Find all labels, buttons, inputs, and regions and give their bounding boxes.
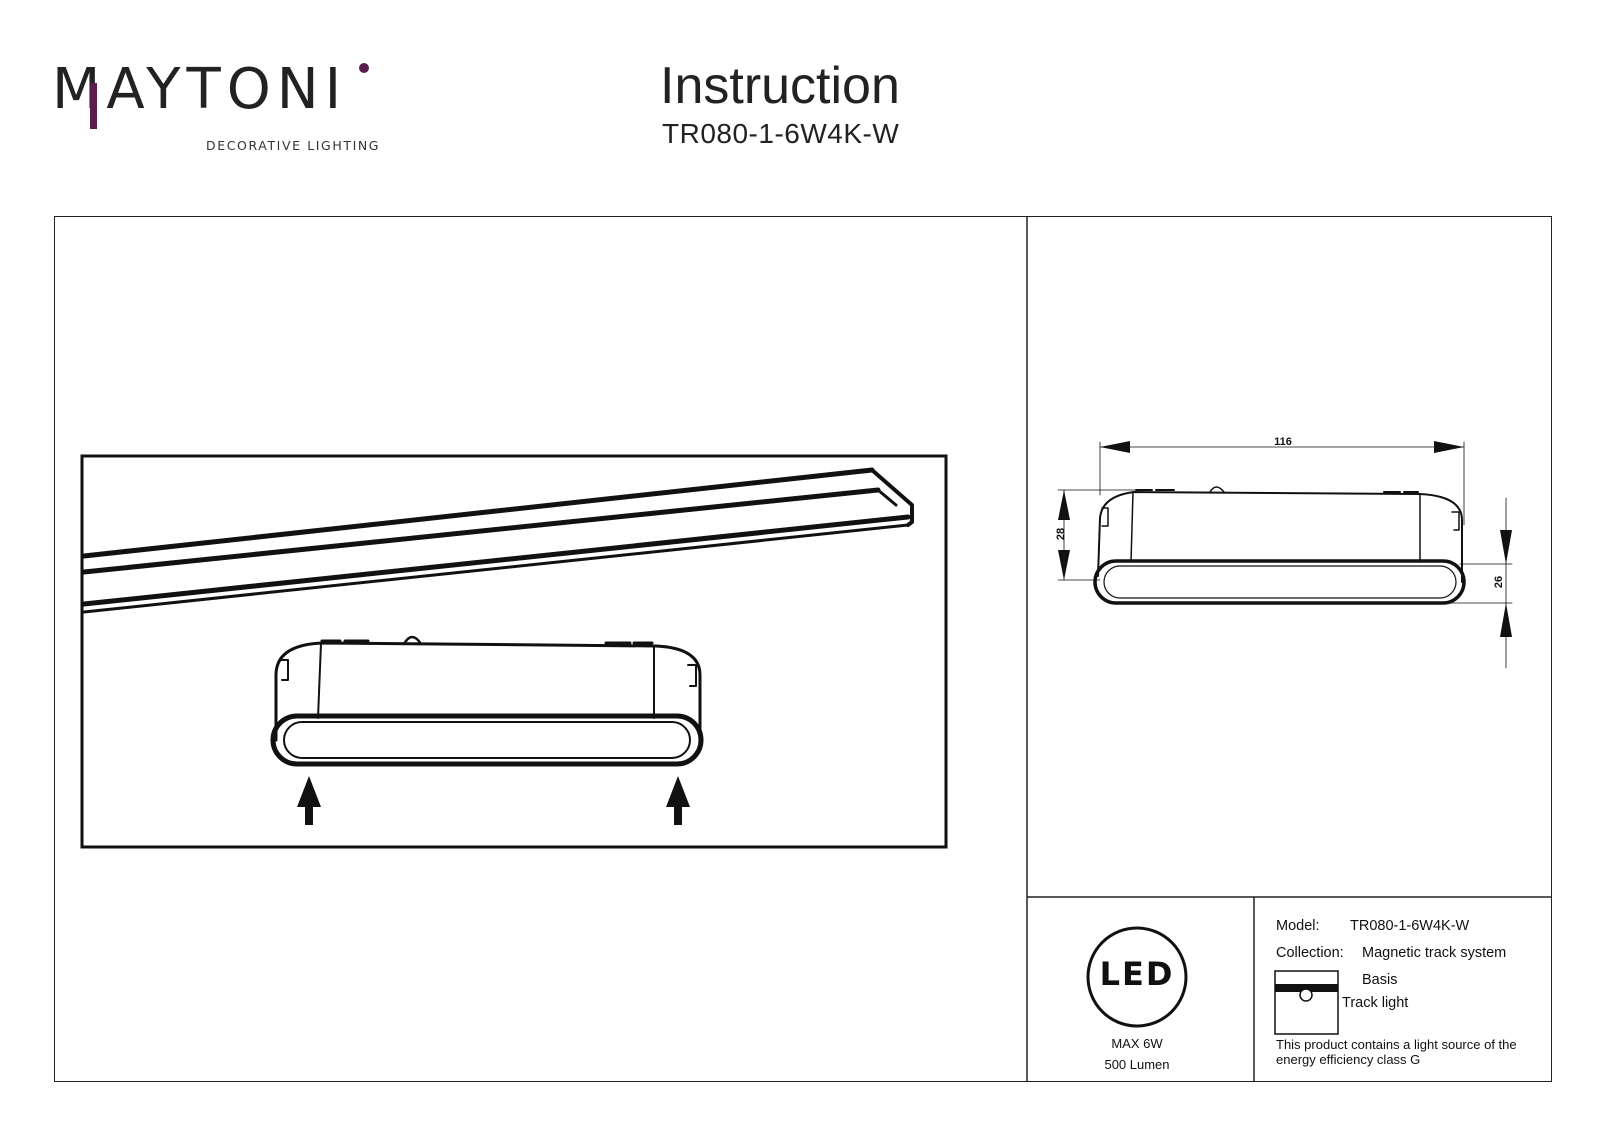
logo-accent-bar xyxy=(90,83,97,129)
brand-logo: MAYTONI xyxy=(52,57,348,122)
track-light-icon xyxy=(1274,970,1339,1035)
track-rail xyxy=(81,467,914,614)
logo-dot-icon xyxy=(359,63,369,73)
depth-dimension-label: 26 xyxy=(1493,575,1505,589)
height-dimension-label: 28 xyxy=(1055,527,1067,541)
instruction-frame xyxy=(54,216,1552,1082)
led-badge-icon xyxy=(1086,926,1188,1028)
collection-label: Collection: xyxy=(1276,945,1344,961)
power-rating: MAX 6W xyxy=(1111,1036,1163,1051)
energy-note-line1: This product contains a light source of … xyxy=(1276,1037,1517,1052)
collection-value: Magnetic track system xyxy=(1362,945,1507,961)
model-label: Model: xyxy=(1276,918,1320,934)
model-value: TR080-1-6W4K-W xyxy=(1350,918,1470,934)
series-name: Basis xyxy=(1362,972,1398,988)
page-title: Instruction xyxy=(660,57,900,115)
brand-tagline: DECORATIVE LIGHTING xyxy=(206,138,381,153)
led-label: LED xyxy=(1099,955,1175,993)
product-type: Track light xyxy=(1342,995,1409,1011)
lumen-rating: 500 Lumen xyxy=(1104,1057,1170,1072)
energy-note-line2: energy efficiency class G xyxy=(1276,1052,1421,1067)
luminaire-body xyxy=(270,635,704,767)
width-dimension-label: 116 xyxy=(1274,436,1292,448)
page-model-code: TR080-1-6W4K-W xyxy=(662,118,900,149)
insert-arrows-icon xyxy=(297,776,690,825)
